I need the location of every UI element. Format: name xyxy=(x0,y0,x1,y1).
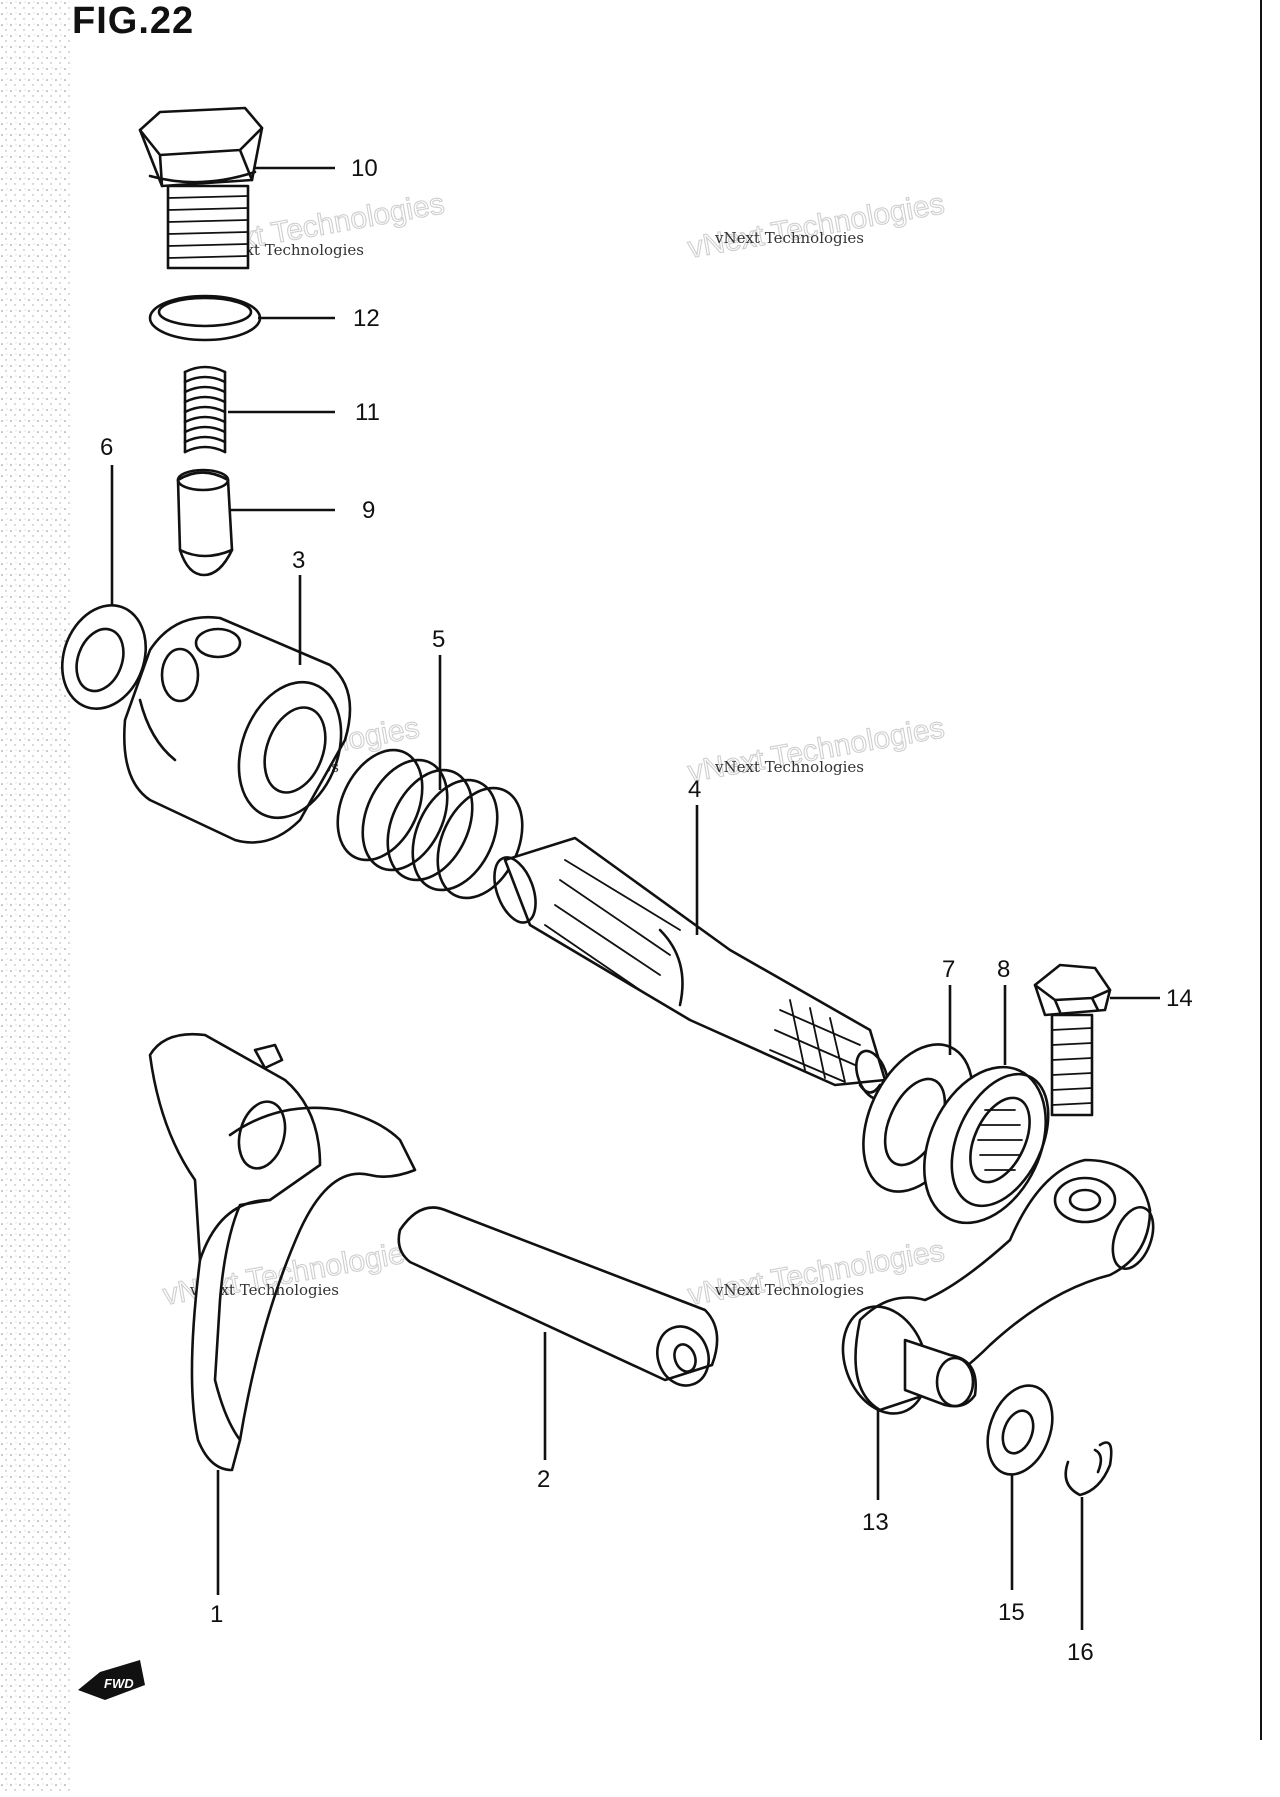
callout-9: 9 xyxy=(362,497,375,524)
watermark-text: vNext Technologies xyxy=(714,229,864,247)
callout-6: 6 xyxy=(100,434,113,461)
watermark-text: vNext Technologies xyxy=(189,1281,339,1299)
watermark-outline: vNext Technologies xyxy=(685,711,946,789)
callout-7: 7 xyxy=(942,956,955,983)
watermark-outline: vNext Technologies xyxy=(685,187,946,265)
part-13-lever xyxy=(841,1158,1155,1415)
part-5-spring xyxy=(336,748,524,900)
callout-2: 2 xyxy=(537,1466,550,1493)
part-12-washer xyxy=(148,294,262,342)
leader-lines xyxy=(110,166,1160,1630)
callout-1: 1 xyxy=(210,1601,223,1628)
figure-title: FIG.22 xyxy=(72,0,195,42)
callout-15: 15 xyxy=(998,1599,1025,1626)
fwd-label: FWD xyxy=(104,1676,134,1691)
part-16-eclip xyxy=(1064,1441,1113,1497)
part-3-stopper xyxy=(123,615,352,844)
part-14-bolt xyxy=(1033,963,1112,1117)
callout-numbers: 10 12 11 9 6 3 5 4 7 8 14 1 2 13 15 16 xyxy=(100,155,1193,1666)
callout-3: 3 xyxy=(292,547,305,574)
part-4-shaft xyxy=(493,836,889,1101)
callout-5: 5 xyxy=(432,626,445,653)
callout-14: 14 xyxy=(1166,985,1193,1012)
watermark-text: vNext Technologies xyxy=(714,758,864,776)
fwd-arrow-icon: FWD xyxy=(78,1660,145,1700)
scan-noise xyxy=(0,0,70,1792)
part-2-rod xyxy=(397,1206,719,1387)
part-15-washer xyxy=(986,1384,1054,1476)
callout-11: 11 xyxy=(355,399,380,426)
watermark-text: vNext Technologies xyxy=(214,241,364,259)
part-9-pin xyxy=(176,468,234,577)
callout-12: 12 xyxy=(353,305,380,332)
callout-16: 16 xyxy=(1067,1639,1094,1666)
callout-10: 10 xyxy=(351,155,378,182)
part-11-spring xyxy=(183,365,227,454)
watermark-text: vNext Technologies xyxy=(714,1281,864,1299)
callout-8: 8 xyxy=(997,956,1010,983)
callout-13: 13 xyxy=(862,1509,889,1536)
part-8-nut xyxy=(922,1065,1050,1225)
part-1-fork xyxy=(148,1032,417,1472)
callout-4: 4 xyxy=(688,776,701,803)
part-10-bolt xyxy=(138,106,264,270)
